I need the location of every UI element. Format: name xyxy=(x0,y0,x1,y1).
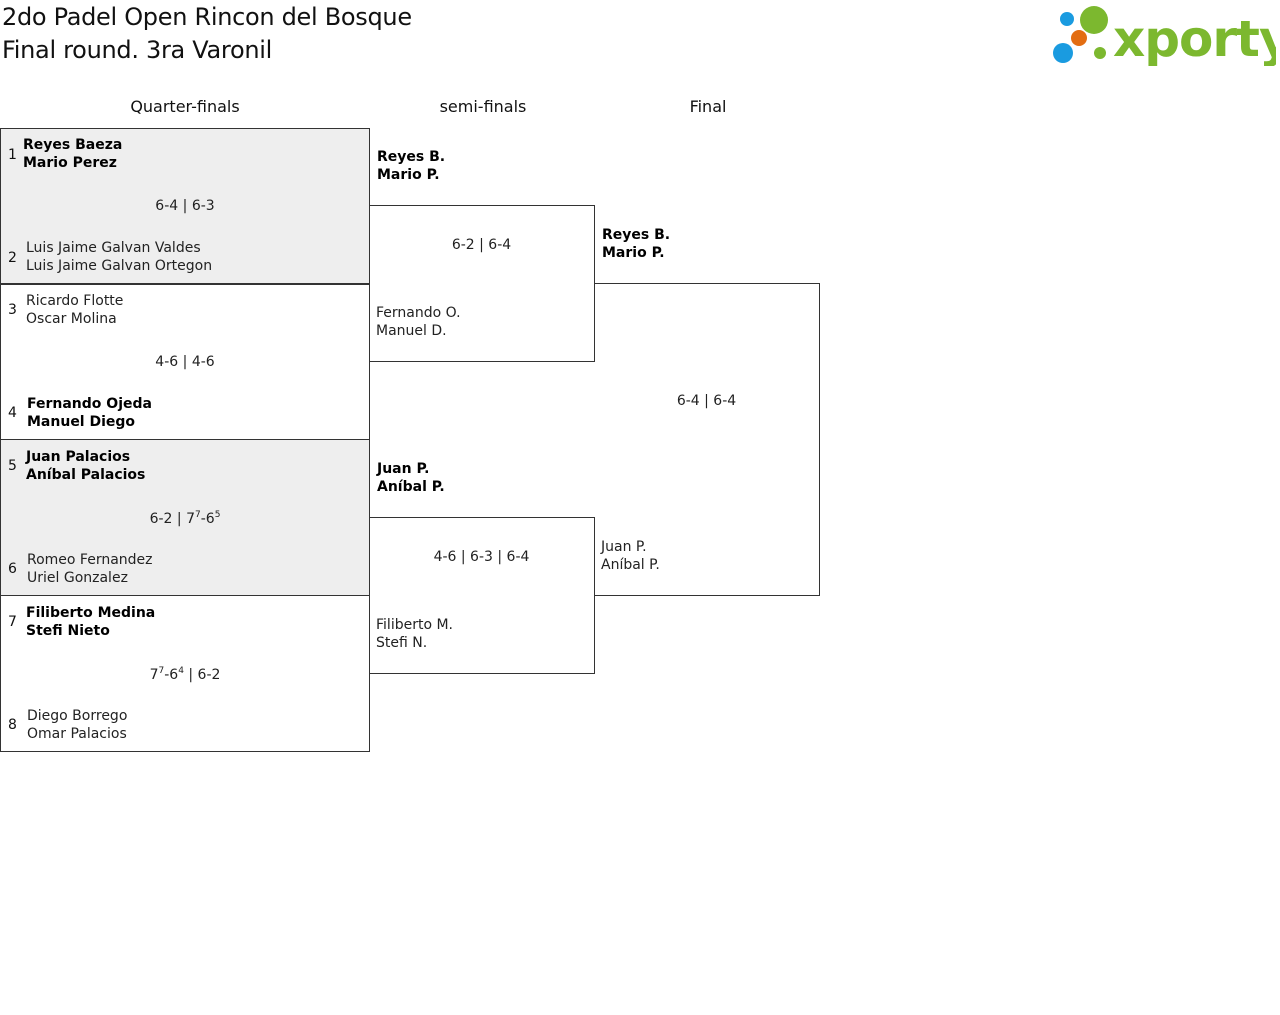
player-name: Fernando Ojeda xyxy=(27,396,152,412)
qf-match-4[interactable]: 7 Filiberto Medina Stefi Nieto 77-64 | 6… xyxy=(0,595,370,752)
player-name: Fernando O. xyxy=(376,305,461,321)
set-score: 6-2 xyxy=(197,667,221,683)
final-team-bottom[interactable]: Juan P. Aníbal P. xyxy=(601,538,660,574)
sf-match-1[interactable]: 6-2 | 6-4 Fernando O. Manuel D. xyxy=(369,205,595,362)
player-name: Aníbal Palacios xyxy=(26,467,146,483)
player-name: Luis Jaime Galvan Ortegon xyxy=(26,258,213,274)
seed-number: 6 xyxy=(8,561,17,577)
logo-wordmark: xporty xyxy=(1113,10,1276,66)
team-winner[interactable]: Filiberto Medina Stefi Nieto xyxy=(26,604,155,640)
sf2-team-bottom[interactable]: Filiberto M. Stefi N. xyxy=(376,616,453,652)
set-score: 4-6 xyxy=(191,354,215,370)
sf1-team-bottom[interactable]: Fernando O. Manuel D. xyxy=(376,304,461,340)
xporty-logo[interactable]: xporty xyxy=(1050,4,1280,68)
sf1-team-top[interactable]: Reyes B. Mario P. xyxy=(377,148,445,184)
seed-number: 1 xyxy=(8,147,17,163)
set-score: 6-4 xyxy=(155,198,179,214)
tournament-title: 2do Padel Open Rincon del Bosque xyxy=(2,3,412,31)
set-score: 77-65 xyxy=(186,510,221,528)
match-score: 4-6 | 4-6 xyxy=(155,354,215,370)
player-name: Filiberto Medina xyxy=(26,605,156,621)
player-name: Reyes B. xyxy=(602,227,671,243)
seed-number: 5 xyxy=(8,458,17,474)
team-loser[interactable]: Diego Borrego Omar Palacios xyxy=(27,707,127,743)
player-name: Diego Borrego xyxy=(27,708,128,724)
match-score: 4-6 | 6-3 | 6-4 xyxy=(433,549,530,565)
qf-match-3[interactable]: 5 Juan Palacios Aníbal Palacios 6-2 | 77… xyxy=(0,439,370,596)
match-score: 6-2 | 6-4 xyxy=(451,237,512,253)
seed-number: 8 xyxy=(8,717,17,733)
team-loser[interactable]: Ricardo Flotte Oscar Molina xyxy=(26,292,123,328)
qf-match-1[interactable]: 1 Reyes Baeza Mario Perez 6-4 | 6-3 2 Lu… xyxy=(0,128,370,285)
sf2-team-top[interactable]: Juan P. Aníbal P. xyxy=(377,460,445,496)
player-name: Juan P. xyxy=(601,539,647,555)
player-name: Juan P. xyxy=(377,461,430,477)
sf-match-2[interactable]: 4-6 | 6-3 | 6-4 Filiberto M. Stefi N. xyxy=(369,517,595,674)
player-name: Manuel Diego xyxy=(27,414,136,430)
team-loser[interactable]: Luis Jaime Galvan Valdes Luis Jaime Galv… xyxy=(26,239,212,275)
player-name: Manuel D. xyxy=(376,323,447,339)
round-header-semifinals: semi-finals xyxy=(439,97,527,116)
seed-number: 3 xyxy=(8,302,17,318)
set-score: 6-3 xyxy=(191,198,215,214)
player-name: Mario P. xyxy=(602,245,665,261)
final-team-top[interactable]: Reyes B. Mario P. xyxy=(602,226,670,262)
match-score: 6-2 | 77-65 xyxy=(149,510,221,528)
team-loser[interactable]: Romeo Fernandez Uriel Gonzalez xyxy=(27,551,153,587)
player-name: Filiberto M. xyxy=(376,617,453,633)
player-name: Uriel Gonzalez xyxy=(27,570,128,586)
team-winner[interactable]: Fernando Ojeda Manuel Diego xyxy=(27,395,152,431)
player-name: Stefi N. xyxy=(376,635,428,651)
player-name: Omar Palacios xyxy=(27,726,127,742)
player-name: Reyes B. xyxy=(377,149,446,165)
set-score: 6-2 xyxy=(149,511,173,527)
player-name: Aníbal P. xyxy=(601,557,660,573)
seed-number: 2 xyxy=(8,250,17,266)
match-score: 6-4 | 6-4 xyxy=(676,393,737,409)
seed-number: 4 xyxy=(8,405,17,421)
player-name: Mario Perez xyxy=(23,155,117,171)
qf-match-2[interactable]: 3 Ricardo Flotte Oscar Molina 4-6 | 4-6 … xyxy=(0,283,370,440)
player-name: Stefi Nieto xyxy=(26,623,110,639)
round-header-final: Final xyxy=(689,97,727,116)
player-name: Luis Jaime Galvan Valdes xyxy=(26,240,201,256)
player-name: Romeo Fernandez xyxy=(27,552,153,568)
set-score: 4-6 xyxy=(155,354,179,370)
seed-number: 7 xyxy=(8,614,17,630)
final-match[interactable]: 6-4 | 6-4 Juan P. Aníbal P. xyxy=(594,283,820,596)
player-name: Aníbal P. xyxy=(377,479,445,495)
player-name: Mario P. xyxy=(377,167,440,183)
set-score: 77-64 xyxy=(149,666,184,684)
match-score: 77-64 | 6-2 xyxy=(149,666,221,684)
player-name: Juan Palacios xyxy=(26,449,131,465)
round-header-quarterfinals: Quarter-finals xyxy=(130,97,240,116)
team-winner[interactable]: Juan Palacios Aníbal Palacios xyxy=(26,448,145,484)
player-name: Ricardo Flotte xyxy=(26,293,124,309)
xporty-logo-icon: xporty xyxy=(1053,6,1280,68)
player-name: Oscar Molina xyxy=(26,311,117,327)
player-name: Reyes Baeza xyxy=(23,137,123,153)
team-winner[interactable]: Reyes Baeza Mario Perez xyxy=(23,136,122,172)
match-score: 6-4 | 6-3 xyxy=(155,198,215,214)
round-subtitle: Final round. 3ra Varonil xyxy=(2,36,272,64)
